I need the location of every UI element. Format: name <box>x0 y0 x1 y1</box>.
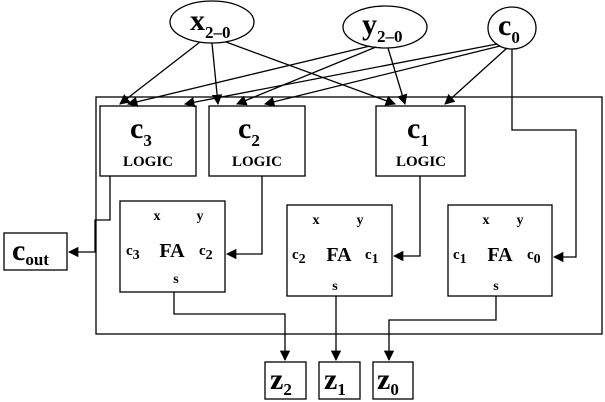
wire-c1-to-fa1 <box>392 176 421 262</box>
adder-enclosure <box>95 96 603 335</box>
input-x-label: x2–0 <box>190 4 231 42</box>
wire-c0-to-fa0 <box>511 49 577 263</box>
wire-x-to-c1 <box>225 41 396 106</box>
fa1-label: FA <box>326 244 352 266</box>
c3-logic-block <box>99 105 197 177</box>
wire-c2-to-fa2 <box>225 176 263 260</box>
z1-output-box <box>318 361 361 400</box>
input-c0-label: c0 <box>498 9 520 47</box>
wire-c0-to-c3 <box>183 43 498 108</box>
fa1-x-pin: x <box>313 213 320 228</box>
wire-fa0-to-z0 <box>383 296 497 362</box>
wire-y-to-c1 <box>387 47 408 105</box>
fa2-label: FA <box>159 240 185 262</box>
c1-logic-title: c1 <box>407 112 429 150</box>
fa1-cout-pin: c2 <box>292 247 306 267</box>
fa1-s-pin: s <box>332 279 338 294</box>
wire-x-to-c3 <box>119 41 201 105</box>
fa0-x-pin: x <box>483 213 490 228</box>
wire-c0-to-c2 <box>263 45 501 107</box>
z1-output-label: z1 <box>324 363 346 399</box>
fa0-s-pin: s <box>493 279 499 294</box>
fa2-cout-pin: c3 <box>126 243 140 263</box>
fa2-x-pin: x <box>154 209 161 224</box>
fa0-cin-pin: c0 <box>527 247 541 267</box>
wire-c3-to-cout <box>67 176 111 258</box>
c2-logic-block <box>208 105 306 177</box>
c3-logic-title: c3 <box>130 112 152 150</box>
full-adder-0 <box>447 204 553 297</box>
c1-logic-block <box>375 105 466 177</box>
z0-output-box <box>372 361 414 400</box>
input-y-label: y2–0 <box>362 8 403 46</box>
fa2-s-pin: s <box>173 272 179 287</box>
full-adder-1 <box>286 204 393 297</box>
fa2-y-pin: y <box>197 209 204 224</box>
c2-logic-label: LOGIC <box>232 154 282 170</box>
wire-c0-to-c1 <box>444 47 508 105</box>
full-adder-2 <box>119 200 226 293</box>
wire-y-to-c2 <box>236 46 377 106</box>
wire-x-to-c2 <box>211 42 223 106</box>
cout-output-label: cout <box>12 234 49 269</box>
wire-y-to-c3 <box>126 45 371 107</box>
cout-output-box <box>3 232 68 271</box>
fa2-cin-pin: c2 <box>199 243 213 263</box>
z2-output-box <box>264 361 307 400</box>
fa0-y-pin: y <box>517 213 524 228</box>
z0-output-label: z0 <box>377 363 399 399</box>
c2-logic-title: c2 <box>238 112 260 150</box>
wire-fa2-to-z2 <box>173 292 291 362</box>
fa1-cin-pin: c1 <box>365 247 379 267</box>
input-y-node <box>342 5 428 49</box>
fa0-cout-pin: c1 <box>453 247 467 267</box>
c1-logic-label: LOGIC <box>396 154 446 170</box>
fa0-label: FA <box>487 244 513 266</box>
c3-logic-label: LOGIC <box>123 154 173 170</box>
z2-output-label: z2 <box>270 363 292 399</box>
fa1-y-pin: y <box>357 213 364 228</box>
